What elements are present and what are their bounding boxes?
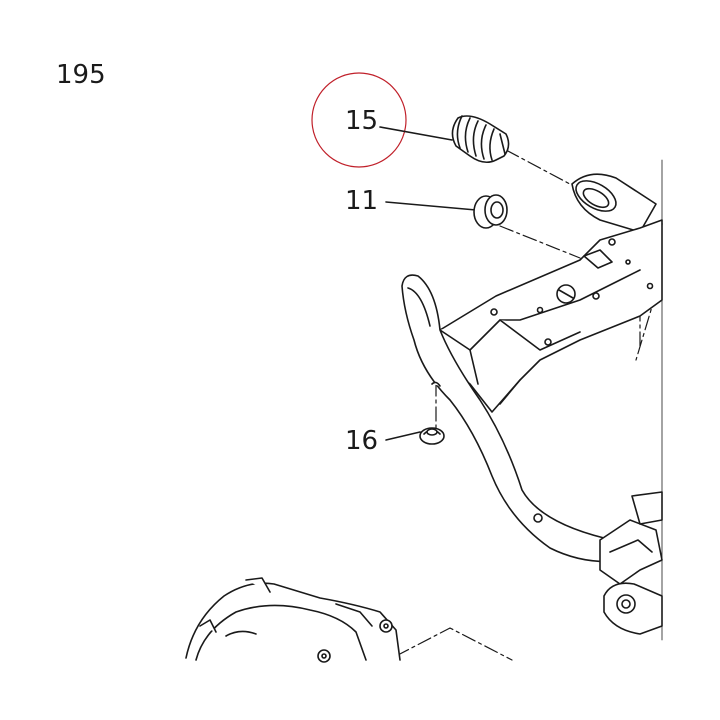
steering-tube [571, 173, 663, 233]
callout-label-11: 11 [345, 186, 379, 216]
callout-label-16: 16 [345, 426, 379, 456]
callout-highlight-circle [311, 72, 407, 168]
leader-line-16 [385, 431, 421, 441]
page-number: 195 [56, 60, 106, 90]
bellows-boot-icon [451, 115, 510, 164]
clip-icon [419, 427, 445, 445]
grommet-icon [473, 194, 508, 229]
frame-bracket [439, 219, 663, 413]
leader-line-11 [385, 201, 477, 211]
lower-bracket [599, 491, 663, 635]
engine-casing [185, 577, 401, 663]
callout-label-15: 15 [345, 106, 379, 136]
leader-line-15 [379, 126, 453, 141]
